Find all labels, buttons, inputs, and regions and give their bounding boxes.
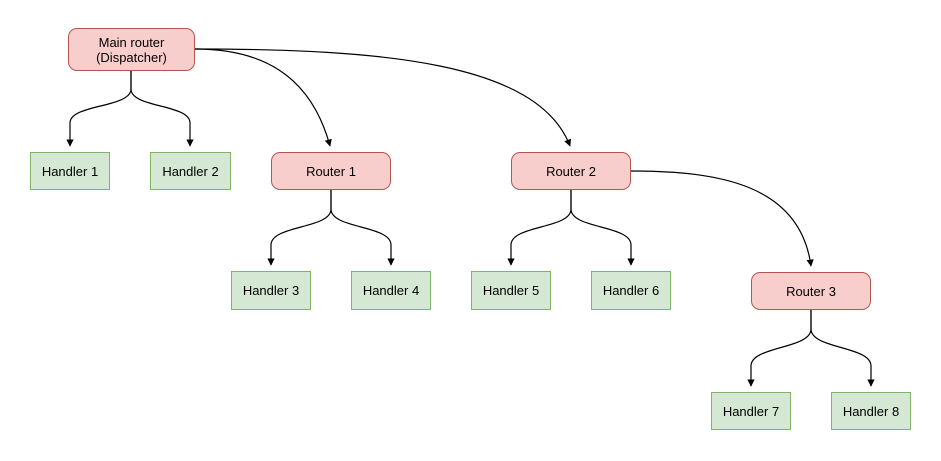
edge-router-1-to-handler-4 bbox=[330, 190, 395, 266]
edge-main-to-handler-1 bbox=[66, 71, 132, 147]
node-handler-3-label: Handler 3 bbox=[242, 283, 300, 298]
edge-main-to-handler-2 bbox=[130, 71, 194, 147]
node-handler-8[interactable]: Handler 8 bbox=[831, 392, 911, 430]
node-handler-7-label: Handler 7 bbox=[722, 403, 780, 419]
node-handler-3[interactable]: Handler 3 bbox=[231, 271, 311, 310]
node-handler-8-label: Handler 8 bbox=[842, 403, 900, 419]
edge-router-2-to-handler-6 bbox=[570, 190, 635, 266]
node-handler-2[interactable]: Handler 2 bbox=[150, 152, 231, 190]
edge-main-to-router-1 bbox=[194, 48, 332, 147]
edge-router-2-to-handler-5 bbox=[507, 190, 572, 266]
node-router-1-label: Router 1 bbox=[306, 163, 356, 179]
node-handler-5[interactable]: Handler 5 bbox=[471, 271, 551, 310]
node-router-3-label: Router 3 bbox=[786, 283, 836, 299]
node-handler-1-label: Handler 1 bbox=[41, 163, 99, 179]
edge-router-1-to-handler-3 bbox=[267, 190, 332, 266]
edge-main-to-router-2 bbox=[194, 48, 572, 147]
node-router-2-label: Router 2 bbox=[546, 163, 596, 179]
node-handler-5-label: Handler 5 bbox=[482, 283, 540, 298]
node-handler-4-label: Handler 4 bbox=[362, 283, 420, 298]
node-handler-6-label: Handler 6 bbox=[602, 283, 660, 298]
edge-router-3-to-handler-7 bbox=[747, 310, 812, 387]
node-handler-7[interactable]: Handler 7 bbox=[711, 392, 791, 430]
node-router-3[interactable]: Router 3 bbox=[751, 272, 871, 310]
node-handler-4[interactable]: Handler 4 bbox=[351, 271, 431, 310]
node-main-router[interactable]: Main router (Dispatcher) bbox=[68, 28, 195, 71]
edge-router-2-to-router-3 bbox=[630, 170, 814, 267]
node-handler-1[interactable]: Handler 1 bbox=[30, 152, 110, 190]
node-router-1[interactable]: Router 1 bbox=[271, 152, 391, 190]
node-main-router-label: Main router (Dispatcher) bbox=[96, 34, 167, 65]
node-router-2[interactable]: Router 2 bbox=[511, 152, 631, 190]
node-handler-6[interactable]: Handler 6 bbox=[591, 271, 671, 310]
node-handler-2-label: Handler 2 bbox=[162, 163, 219, 179]
edge-router-3-to-handler-8 bbox=[810, 310, 875, 387]
